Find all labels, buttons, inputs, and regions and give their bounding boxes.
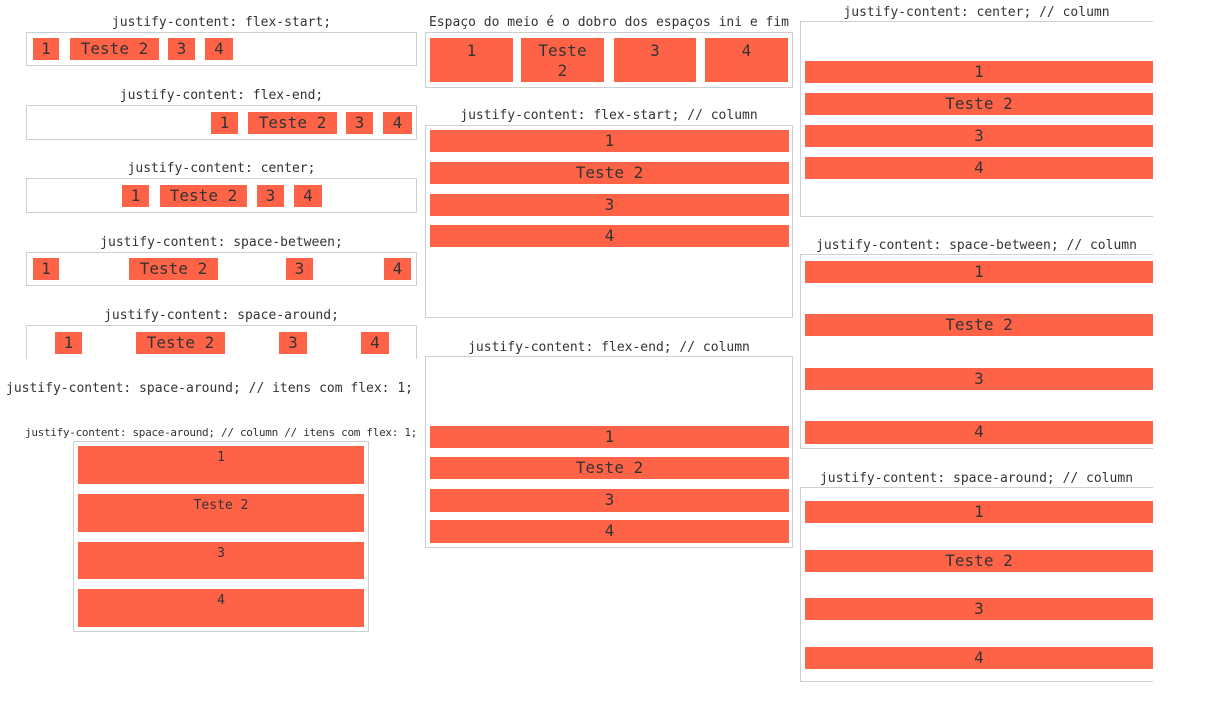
caption: justify-content: flex-start; [111, 15, 332, 30]
flex-container: 1 Teste 2 3 4 [425, 32, 793, 88]
demo-col-center: justify-content: center; // column 1 Tes… [800, 4, 1153, 217]
flex-container: 1 Teste 2 3 4 [26, 105, 417, 140]
flex-item-2: Teste 2 [805, 93, 1153, 115]
demo-col-flex-start: justify-content: flex-start; // column 1… [425, 107, 793, 318]
demo-col-space-around: justify-content: space-around; // column… [800, 470, 1153, 682]
flex-item-2: Teste 2 [70, 38, 159, 60]
flex-item-3: 3 [257, 185, 284, 207]
caption: justify-content: flex-start; // column [460, 108, 758, 123]
flex-item-3: 3 [279, 332, 307, 354]
flex-item-2: Teste 2 [129, 258, 218, 280]
flex-item-4: 4 [430, 225, 789, 247]
flex-item-1: 1 [430, 130, 789, 152]
caption: justify-content: center; // column [843, 5, 1110, 20]
caption: justify-content: space-between; [100, 235, 343, 250]
demo-row-flex-start: justify-content: flex-start; 1 Teste 2 3… [26, 14, 417, 66]
flex-item-2: Teste 2 [430, 162, 789, 184]
flex-item-1: 1 [805, 501, 1153, 523]
flex-container: 1 Teste 2 3 4 [26, 252, 417, 286]
demo-row-space-around: justify-content: space-around; 1 Teste 2… [26, 307, 417, 359]
flex-container: 1 Teste 2 3 4 [425, 356, 793, 548]
flex-item-1: 1 [805, 61, 1153, 83]
flex-item-2: Teste 2 [160, 185, 247, 207]
flex-container: 1 Teste 2 3 4 [425, 125, 793, 318]
flex-item-1: 1 [430, 38, 513, 82]
caption: justify-content: space-around; // column… [25, 426, 417, 439]
flex-container: 1 Teste 2 3 4 [26, 325, 417, 359]
flex-item-1: 1 [55, 332, 82, 354]
flex-container: 1 Teste 2 3 4 [73, 441, 369, 632]
flex-item-4: 4 [805, 647, 1153, 669]
flex-item-2: Teste 2 [805, 314, 1153, 336]
caption: justify-content: space-around; // column [819, 471, 1134, 486]
flex-container: 1 Teste 2 3 4 [800, 21, 1153, 217]
demo-row-flex-end: justify-content: flex-end; 1 Teste 2 3 4 [26, 87, 417, 140]
flex-item-4: 4 [705, 38, 788, 82]
flex-item-4: 4 [805, 421, 1153, 444]
flex-item-3: 3 [805, 125, 1153, 147]
caption: justify-content: space-between; // colum… [816, 238, 1137, 253]
flex-item-3: 3 [430, 194, 789, 216]
caption: justify-content: flex-end; [119, 88, 324, 103]
caption-row-space-around-flex: justify-content: space-around; // itens … [6, 381, 413, 396]
flex-container: 1 Teste 2 3 4 [26, 178, 417, 213]
flex-container: 1 Teste 2 3 4 [26, 32, 417, 66]
flex-item-4: 4 [384, 258, 411, 280]
flex-container: 1 Teste 2 3 4 [800, 487, 1153, 682]
flex-item-3: 3 [805, 368, 1153, 390]
flex-item-3: 3 [805, 598, 1153, 620]
flex-item-4: 4 [430, 520, 789, 543]
demo-row-space-between: justify-content: space-between; 1 Teste … [26, 234, 417, 286]
flex-item-2: Teste 2 [136, 332, 225, 354]
caption: justify-content: flex-end; // column [468, 340, 750, 355]
demo-col-space-between: justify-content: space-between; // colum… [800, 237, 1153, 449]
flex-item-2: Teste 2 [430, 457, 789, 479]
flex-item-1: 1 [430, 426, 789, 448]
demo-row-space-evenly: Espaço do meio é o dobro dos espaços ini… [425, 14, 793, 88]
flex-item-3: 3 [430, 489, 789, 512]
flex-item-3: 3 [614, 38, 696, 82]
flex-item-1: 1 [211, 112, 238, 134]
flex-item-1: 1 [78, 446, 364, 484]
flex-item-2: Teste 2 [78, 494, 364, 532]
flex-item-4: 4 [205, 38, 233, 60]
flex-item-4: 4 [805, 157, 1153, 179]
demo-col-flex-end: justify-content: flex-end; // column 1 T… [425, 339, 793, 548]
flex-item-1: 1 [805, 261, 1153, 283]
flex-item-1: 1 [33, 258, 59, 280]
flex-item-2: Teste 2 [521, 38, 604, 82]
flex-item-3: 3 [346, 112, 373, 134]
flex-item-2: Teste 2 [805, 550, 1153, 572]
flex-item-1: 1 [122, 185, 149, 207]
caption: justify-content: space-around; [104, 308, 339, 323]
flex-item-4: 4 [78, 589, 364, 627]
flex-item-4: 4 [383, 112, 412, 134]
demo-col-space-around-flex: justify-content: space-around; // column… [24, 424, 418, 632]
caption: Espaço do meio é o dobro dos espaços ini… [428, 15, 790, 30]
caption: justify-content: center; [127, 161, 316, 176]
flex-item-1: 1 [33, 38, 59, 60]
flex-item-4: 4 [361, 332, 389, 354]
flex-item-3: 3 [168, 38, 195, 60]
demo-row-center: justify-content: center; 1 Teste 2 3 4 [26, 160, 417, 213]
flex-item-2: Teste 2 [248, 112, 337, 134]
flex-item-3: 3 [286, 258, 313, 280]
flex-item-3: 3 [78, 542, 364, 579]
flex-container: 1 Teste 2 3 4 [800, 254, 1153, 449]
flex-item-4: 4 [294, 185, 322, 207]
